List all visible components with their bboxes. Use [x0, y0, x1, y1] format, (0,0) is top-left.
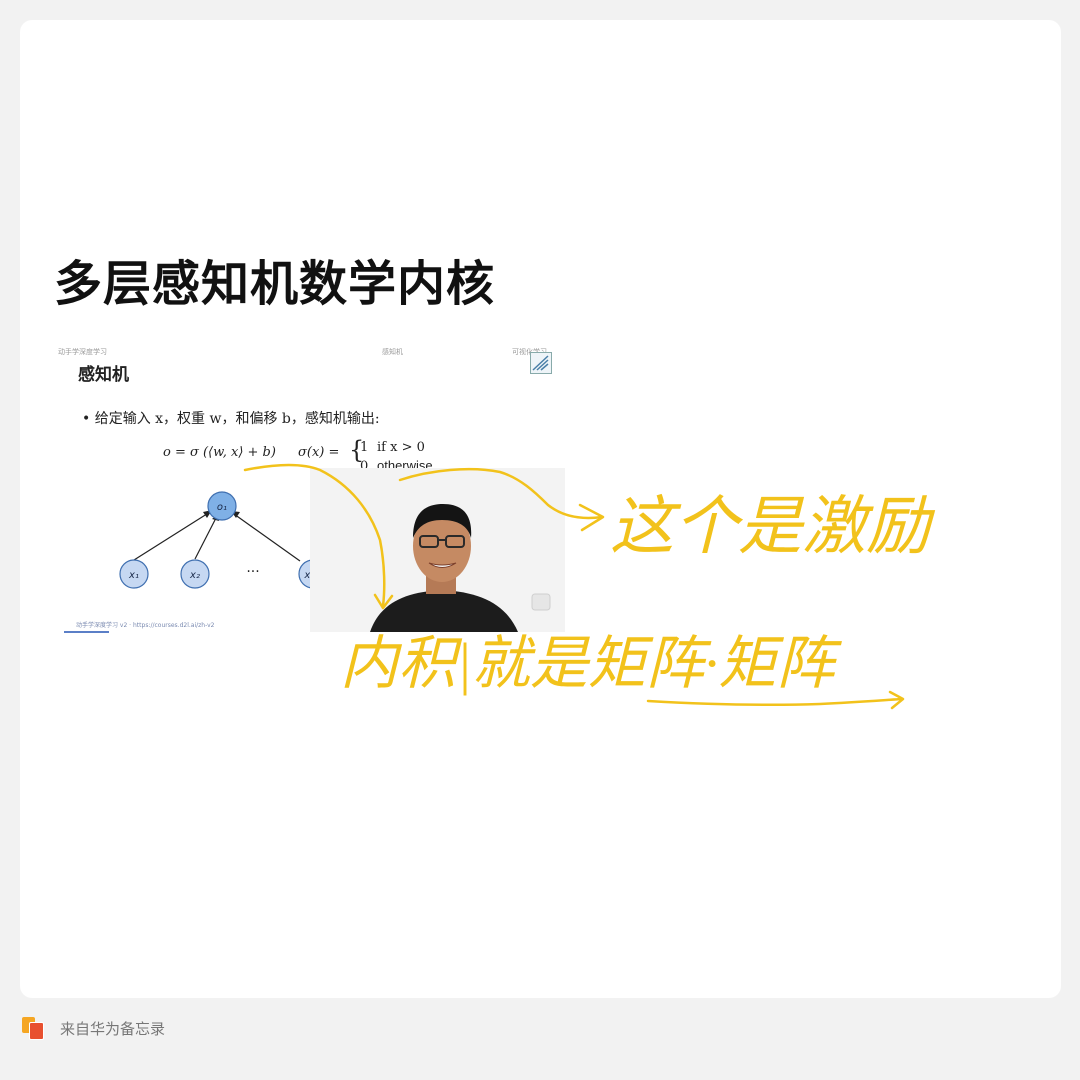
- slide-header-mid: 感知机: [382, 348, 403, 356]
- presenter-mouth: [428, 562, 457, 568]
- glasses-right: [445, 535, 465, 548]
- note-title: 多层感知机数学内核: [54, 256, 496, 312]
- huawei-notes-icon: [22, 1017, 44, 1040]
- presenter-shirt: [370, 590, 518, 632]
- formula-brace: {: [349, 436, 364, 464]
- presenter-figure: [310, 468, 565, 632]
- slide-footer: 动手学深度学习 v2 · https://courses.d2l.ai/zh-v…: [76, 622, 215, 629]
- edge-xd: [233, 513, 301, 562]
- source-text: 来自华为备忘录: [60, 1019, 166, 1038]
- node-x2-label: x₂: [189, 570, 200, 581]
- case-1-value: 1: [360, 440, 368, 455]
- node-x2: [180, 559, 210, 589]
- presenter-face: [413, 510, 471, 582]
- formula-output: o = σ (⟨w, x⟩ + b): [163, 445, 276, 460]
- edge-x2: [194, 517, 217, 560]
- edge-x1: [133, 511, 211, 561]
- slide-bullet: • 给定输入 x，权重 w，和偏移 b，感知机输出:: [82, 411, 380, 427]
- node-x1-label: x₁: [128, 570, 139, 581]
- node-output: [207, 491, 237, 521]
- node-dots: ···: [246, 564, 259, 580]
- slide-header-left: 动手学深度学习: [58, 348, 107, 356]
- slide-header-right: 可视化学习: [512, 347, 547, 357]
- video-control-icon: [531, 593, 551, 611]
- slide-footer-underline: [64, 631, 109, 633]
- node-x1: [119, 559, 149, 589]
- presenter-video: [310, 468, 565, 632]
- node-output-label: o₁: [217, 502, 227, 513]
- course-logo-icon: [530, 352, 552, 374]
- case-1-cond: if x > 0: [377, 440, 425, 455]
- glasses-left: [419, 535, 439, 548]
- formula-sigma: σ(x) =: [298, 445, 340, 460]
- slide-title: 感知机: [78, 365, 129, 385]
- source-footer: 来自华为备忘录: [22, 1016, 165, 1040]
